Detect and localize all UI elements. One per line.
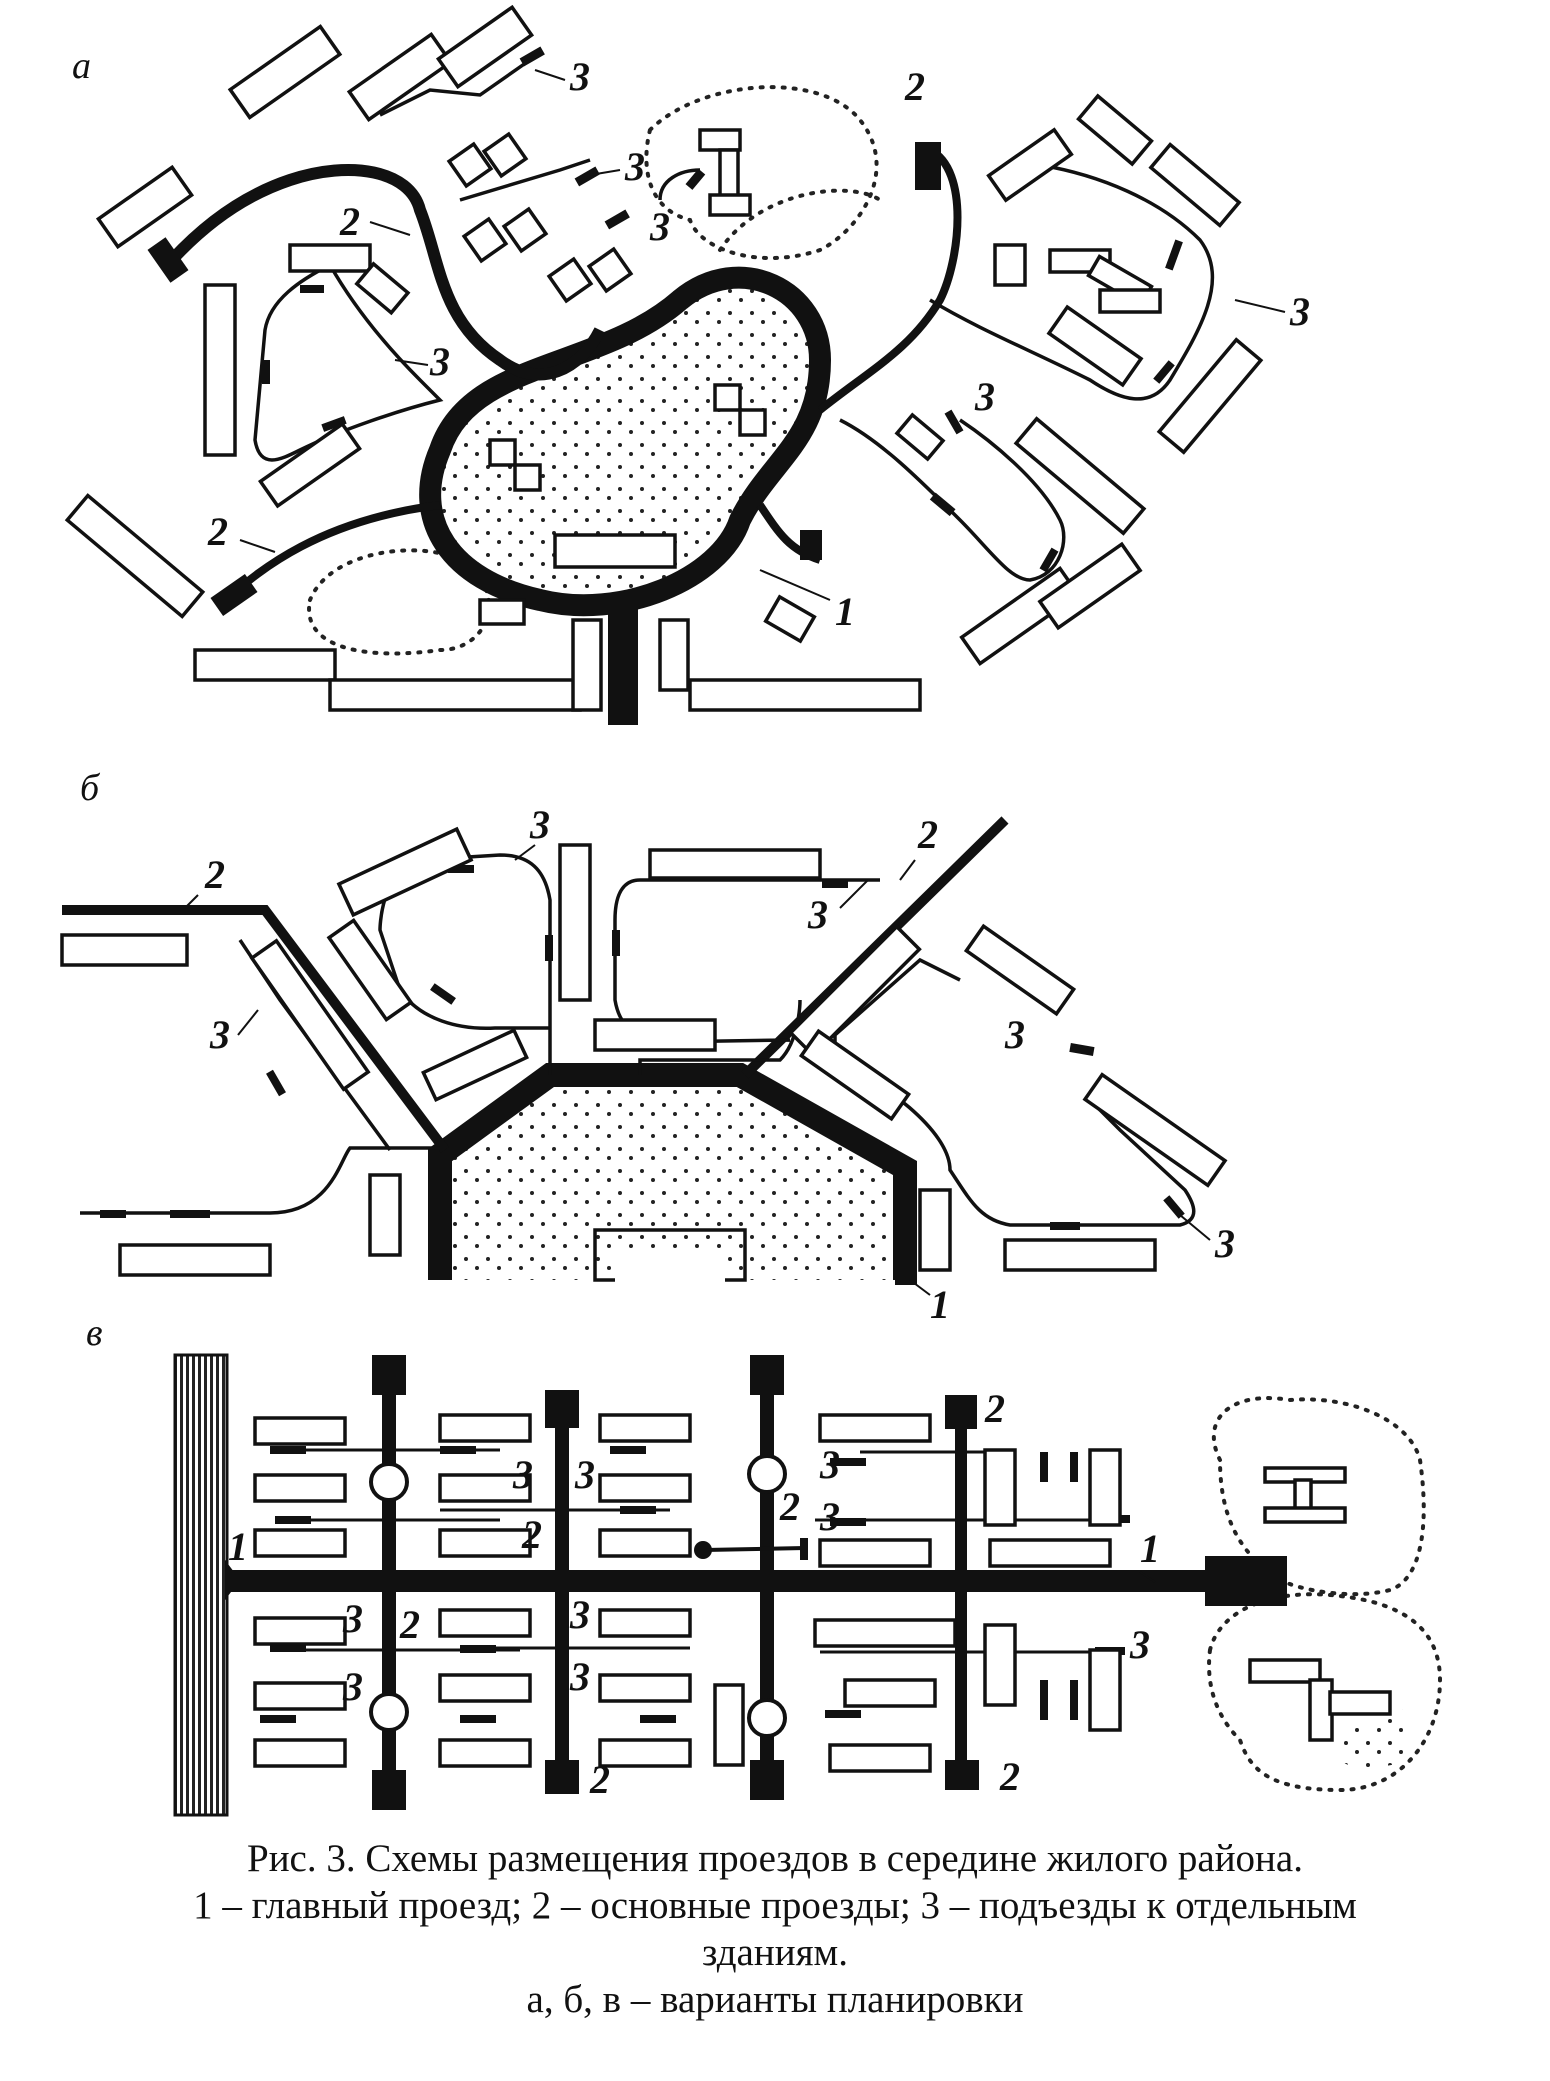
caption-variants: а, б, в – варианты планировки	[526, 1978, 1024, 2021]
panel-a-center-green	[419, 266, 832, 617]
figure-caption: Рис. 3. Схемы размещения проездов в сере…	[0, 1835, 1550, 2023]
panel-c-park-top	[1211, 1396, 1426, 1597]
panel-a-label-3-right: 3	[1289, 289, 1310, 334]
panel-a-access-top-2	[459, 158, 591, 202]
panel-a-label-2-left: 2	[339, 199, 360, 244]
panel-a-main-entry	[608, 600, 638, 725]
panel-b-label-3-top: 3	[529, 802, 550, 847]
panel-b-leader-2-right	[899, 859, 916, 881]
panel-a-label-3-lower-right: 3	[974, 374, 995, 419]
panel-c-label-3-l: 3	[569, 1654, 590, 1699]
panel-b-road-2-left	[62, 905, 449, 1153]
panel-a-leader-1	[759, 569, 831, 601]
panel-c-turnarounds	[369, 1454, 787, 1738]
panel-c-park-bottom-fill	[1340, 1700, 1410, 1768]
panel-c-label-2-c: 2	[521, 1512, 542, 1557]
panel-a-dead-end-3	[210, 573, 258, 617]
panel-c-side-spur-end-right	[800, 1538, 808, 1560]
panel-b-label-2-right: 2	[917, 812, 938, 857]
panel-c-leader-1-right	[1139, 1571, 1156, 1583]
panel-c-main-road-end	[1205, 1556, 1287, 1606]
panel-b-leader-2-left	[184, 894, 199, 909]
panel-c-main-road-arrow	[225, 1560, 240, 1600]
panel-b-leader-3-center	[839, 879, 869, 909]
panel-b-label-3-left: 3	[209, 1012, 230, 1057]
panel-b-buildings	[60, 826, 1228, 1283]
panel-a-buildings	[64, 4, 1264, 712]
panel-c-label-3-h: 3	[342, 1596, 363, 1641]
panel-b-leader-3-left	[237, 1009, 259, 1036]
panel-b-label-2-left: 2	[204, 852, 225, 897]
panel-a-road-2-bottom-left	[225, 501, 441, 602]
panel-b-label-3-bottom-right: 3	[1214, 1221, 1235, 1266]
panel-a-leader-3-loop	[394, 359, 429, 366]
panel-b-leader-3-bottom-right	[1179, 1214, 1211, 1241]
panel-c-label-2-g: 2	[984, 1386, 1005, 1431]
panel-c-label-3-j: 3	[342, 1664, 363, 1709]
panel-a-dead-end-4	[800, 530, 822, 560]
panel-b-access-top-loop	[378, 853, 552, 1075]
panel-c-label-2-o: 2	[999, 1754, 1020, 1799]
panel-b-leader-3-top	[514, 844, 536, 861]
panel-a-park-dotted-top	[644, 85, 879, 260]
panel-c-label-3-m: 3	[1129, 1622, 1150, 1667]
panel-b: б	[60, 767, 1235, 1327]
panel-a-leader-2-bottom	[239, 539, 276, 553]
panel-b-label-3-right: 3	[1004, 1012, 1025, 1057]
panel-a-park-dotted-mid	[718, 188, 882, 252]
panel-a-park-dotted-left	[307, 548, 491, 656]
panel-a-leader-3-top	[534, 69, 566, 81]
panel-c-side-spur	[704, 1546, 806, 1552]
panel-c-buildings	[253, 1413, 1392, 1773]
panel-c: в	[86, 1312, 1443, 1817]
caption-title: Рис. 3. Схемы размещения проездов в сере…	[247, 1837, 1303, 1880]
panel-b-leader-1	[909, 1279, 931, 1296]
panel-c-label-2-n: 2	[589, 1757, 610, 1802]
panel-a-access-loop-lower-right	[839, 418, 1066, 582]
panel-b-letter: б	[80, 767, 101, 809]
panel-c-side-spur-end-left	[694, 1541, 712, 1559]
panel-c-label-3-b: 3	[574, 1452, 595, 1497]
panel-c-label-1-right: 1	[1140, 1526, 1160, 1571]
panel-a-leader-3-mid	[589, 169, 621, 176]
panel-c-label-2-i: 2	[399, 1602, 420, 1647]
caption-legend-cont: зданиям.	[702, 1931, 848, 1974]
panel-a-label-3-top: 3	[569, 54, 590, 99]
panel-c-label-3-f: 3	[819, 1494, 840, 1539]
panel-a-label-3-mid2: 3	[649, 204, 670, 249]
panel-a-dead-end-1	[147, 237, 189, 283]
panel-a-letter: а	[72, 45, 91, 87]
panel-a-road-2-top-left	[165, 164, 606, 381]
panel-c-label-2-d: 2	[779, 1484, 800, 1529]
panel-a-leader-3-right	[1234, 299, 1286, 313]
panel-b-label-1: 1	[930, 1282, 950, 1327]
panel-c-main-road	[227, 1570, 1227, 1592]
panel-c-letter: в	[86, 1312, 103, 1354]
panel-a-road-2-right	[817, 146, 962, 414]
panel-a-label-2-right-top: 2	[904, 64, 925, 109]
panel-a-access-top-3	[658, 168, 701, 201]
panel-a-dead-end-2	[915, 142, 941, 190]
panel-a-access-top-1	[379, 58, 532, 117]
panel-a-label-2-bottom-left: 2	[207, 509, 228, 554]
panel-a-label-1: 1	[835, 589, 855, 634]
panel-c-label-3-k: 3	[569, 1592, 590, 1637]
panel-b-label-3-center: 3	[807, 892, 828, 937]
caption-legend: 1 – главный проезд; 2 – основные проезды…	[193, 1884, 1357, 1927]
panel-b-main-road-right-stub	[895, 1170, 917, 1285]
panel-c-label-1-left: 1	[228, 1524, 248, 1569]
panel-c-main-street	[173, 1353, 229, 1817]
panel-c-park-bottom	[1207, 1592, 1443, 1793]
panel-c-label-3-e: 3	[819, 1442, 840, 1487]
panel-a-label-3-loop-left: 3	[429, 339, 450, 384]
panel-a-leader-2-left	[369, 221, 411, 236]
panel-b-center-green	[440, 1078, 905, 1280]
panel-a-access-loop-right	[929, 163, 1215, 401]
panel-c-label-3-a: 3	[512, 1452, 533, 1497]
panel-b-access-left-lower	[80, 1146, 440, 1215]
panel-a-label-3-mid: 3	[624, 144, 645, 189]
panel-a: а	[64, 4, 1310, 725]
